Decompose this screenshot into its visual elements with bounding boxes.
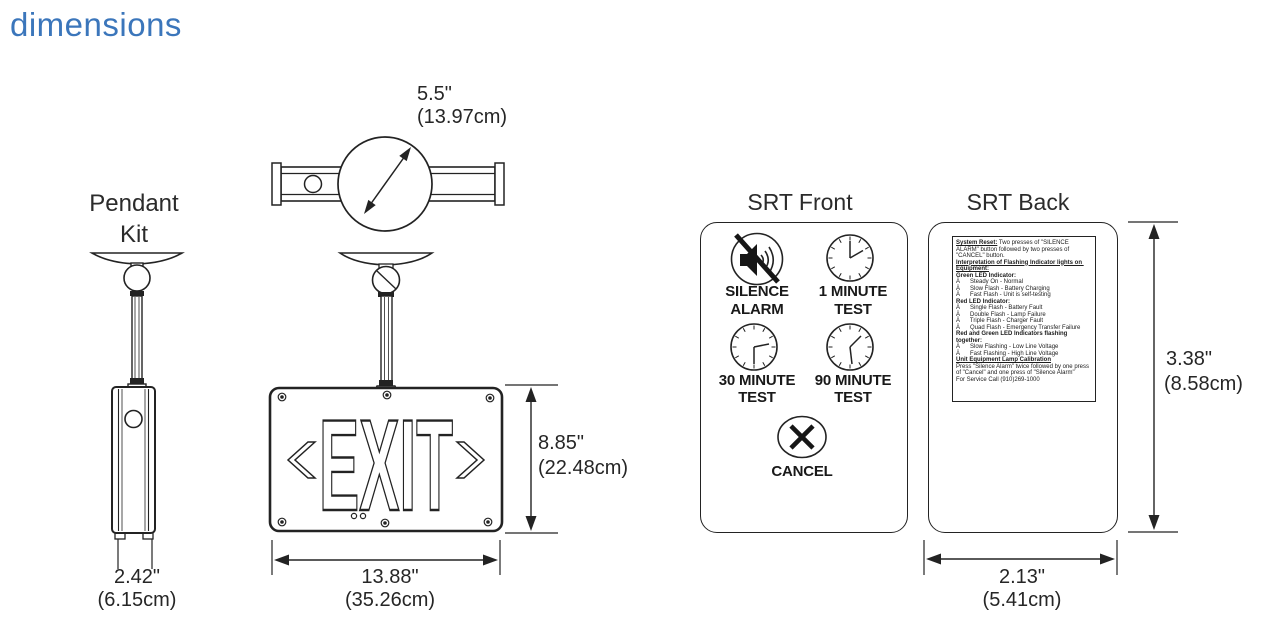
cancel-label: CANCEL <box>771 463 833 480</box>
sign-height-cm: (22.48cm) <box>538 457 629 479</box>
sign-height-inches: 8.85" <box>538 432 585 454</box>
pendant-width-inches: 2.42" <box>113 566 161 588</box>
lower-collar <box>130 378 144 384</box>
back-width-inches: 2.13" <box>998 566 1046 588</box>
back-height-dimension-lines <box>1128 221 1178 533</box>
back-height-cm: (8.58cm) <box>1164 373 1243 395</box>
x-circle-icon <box>777 415 827 459</box>
stem <box>131 295 143 381</box>
srt-front-title: SRT Front <box>747 189 853 215</box>
left-chevron-icon <box>286 441 317 479</box>
side-knockout-hole <box>124 409 143 429</box>
test-30-minute-label-line2: TEST <box>738 389 776 406</box>
instruction-line: Ä Slow Flash - Battery Charging <box>956 285 1050 292</box>
back-width-cm: (5.41cm) <box>982 589 1062 611</box>
stem <box>380 295 393 383</box>
sign-side-body <box>111 386 156 534</box>
collar <box>378 292 394 297</box>
face-screws <box>277 390 495 528</box>
instruction-line: Ä Fast Flash - Unit is self-testing <box>956 292 1051 298</box>
instruction-line: Green LED Indicator: <box>956 272 1017 279</box>
instruction-line: For Service Call (910)269-1000 <box>956 376 1040 383</box>
bar-knockout-hole <box>303 174 323 194</box>
instruction-label: System Reset: Two presses of "SILENCE AL… <box>952 236 1096 402</box>
sign-width-inches: 13.88" <box>361 566 419 588</box>
bar-end-cap-left <box>271 162 282 206</box>
collar <box>130 291 144 296</box>
canopy-diameter-inches: 5.5" <box>417 83 452 105</box>
bar-end-cap-right <box>494 162 505 206</box>
canopy-diameter-cm: (13.97cm) <box>417 106 508 128</box>
back-height-inches: 3.38" <box>1166 348 1213 370</box>
sign-width-dimension-lines <box>271 540 501 575</box>
instruction-line: Ä Single Flash - Battery Fault <box>956 305 1043 311</box>
test-90-minute-label-line1: 90 MINUTE <box>814 372 892 389</box>
clock-30-minute-icon <box>730 323 778 371</box>
diameter-arrow <box>364 147 411 214</box>
instruction-line: Ä Fast Flashing - High Line Voltage <box>956 350 1059 357</box>
sign-face <box>268 386 504 533</box>
instruction-line: Ä Quad Flash - Emergency Transfer Failur… <box>956 324 1081 331</box>
instruction-line: Red and Green LED Indicators flashing to… <box>956 331 1070 344</box>
muted-speaker-icon <box>730 232 784 286</box>
right-chevron-icon <box>455 441 486 479</box>
sign-width-cm: (35.26cm) <box>344 589 436 611</box>
silence-alarm-label-line1: SILENCE <box>725 283 789 300</box>
sign-height-dimension-lines <box>505 384 558 534</box>
indicator-led-left <box>350 512 358 520</box>
silence-alarm-label-line2: ALARM <box>730 301 784 318</box>
instruction-line: Ä Triple Flash - Charger Fault <box>956 318 1044 324</box>
test-1-minute-label-line1: 1 MINUTE <box>818 283 888 300</box>
canopy-shape <box>337 252 435 266</box>
instruction-line: Interpretation of Flashing Indicator lig… <box>956 259 1084 273</box>
canopy-top-view-drawing <box>271 136 505 232</box>
test-30-minute-label-line1: 30 MINUTE <box>718 372 796 389</box>
instruction-line: Ä Slow Flashing - Low Line Voltage <box>956 344 1059 350</box>
instruction-line: Ä Steady On - Normal <box>956 279 1024 285</box>
test-90-minute-label-line2: TEST <box>834 389 872 406</box>
page-title: dimensions <box>10 6 182 43</box>
test-1-minute-label-line2: TEST <box>834 301 872 318</box>
exit-sign-text: EXIT <box>319 392 453 538</box>
pendant-kit-side-view-drawing <box>89 252 185 569</box>
instruction-line: Press "Silence Alarm" twice followed by … <box>956 363 1091 377</box>
pendant-kit-label-line1: Pendant <box>89 190 179 217</box>
instruction-line: Unit Equipment Lamp Calibration <box>956 357 1052 363</box>
back-width-dimension-lines <box>923 540 1118 575</box>
pendant-width-cm: (6.15cm) <box>97 589 177 611</box>
pendant-kit-label-line2: Kit <box>119 221 148 248</box>
exit-sign-front-view-drawing: EXIT <box>268 252 504 539</box>
srt-front-panel: SILENCE ALARM 1 MINUTE TEST <box>700 222 908 533</box>
ball-joint <box>123 264 151 292</box>
instruction-line: Red LED Indicator: <box>956 298 1011 305</box>
ball-joint-seam <box>376 270 397 290</box>
indicator-led-right <box>359 512 367 520</box>
instruction-line: System Reset: Two presses of "SILENCE AL… <box>956 240 1071 259</box>
srt-back-panel: System Reset: Two presses of "SILENCE AL… <box>928 222 1118 533</box>
srt-back-title: SRT Back <box>966 189 1070 215</box>
clock-90-minute-icon <box>826 323 874 371</box>
clock-1-minute-icon <box>826 234 874 282</box>
lower-collar <box>379 380 393 386</box>
instruction-line: Ä Double Flash - Lamp Failure <box>956 311 1046 318</box>
